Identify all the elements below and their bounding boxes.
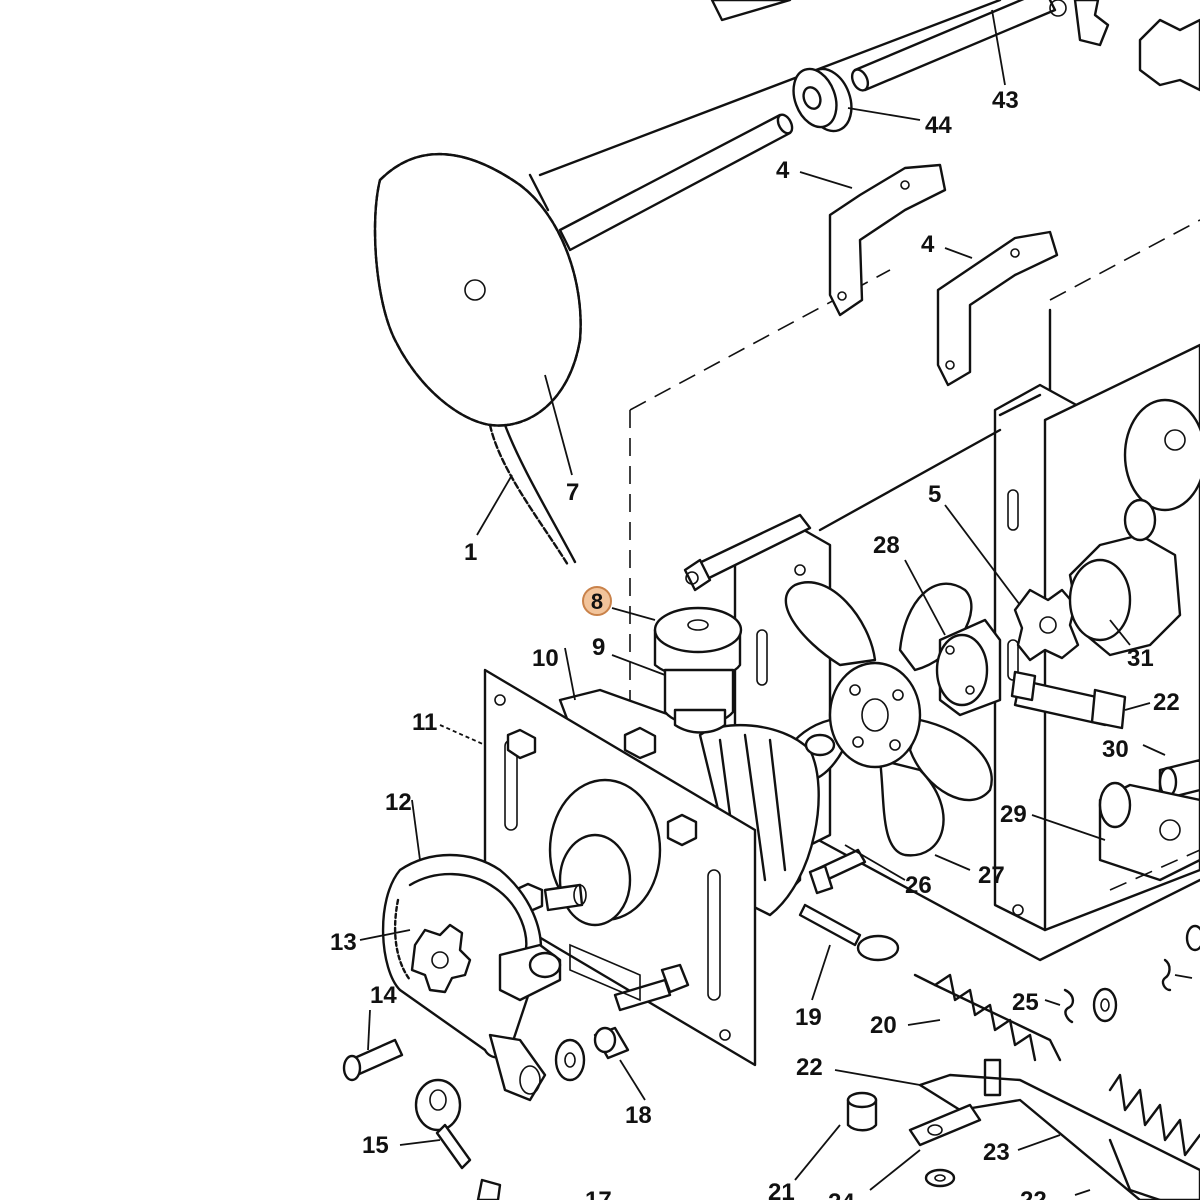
tension-screw	[554, 943, 690, 1082]
extension-spring-right	[1108, 1073, 1200, 1157]
tension-rod	[1010, 670, 1200, 802]
oil-filler-cap	[653, 606, 743, 680]
callout-19: 19	[795, 1004, 822, 1031]
callout-13: 13	[330, 929, 357, 956]
top-fragments	[710, 0, 1200, 92]
callout-22-middle: 22	[796, 1054, 823, 1081]
callout-10: 10	[532, 645, 559, 672]
coupling-spider	[1013, 588, 1080, 662]
tie-rods	[683, 513, 812, 592]
output-flange	[543, 778, 662, 927]
callout-8: 8	[591, 589, 603, 614]
callout-9: 9	[592, 634, 605, 661]
callout-43: 43	[992, 87, 1019, 114]
callout-4-lower: 4	[921, 231, 935, 258]
breather-body	[663, 668, 735, 734]
mounting-bolts	[506, 726, 698, 914]
eye-hook	[798, 903, 900, 962]
callout-21: 21	[768, 1179, 795, 1200]
callout-29: 29	[1000, 801, 1027, 828]
pedal-lever	[908, 1058, 1200, 1200]
callout-12: 12	[385, 789, 412, 816]
tensioner-arm	[488, 943, 562, 1102]
extension-spring-left	[913, 973, 1062, 1062]
highlighted-callout-8[interactable]: 8	[582, 586, 612, 616]
callout-11: 11	[412, 709, 437, 736]
callout-23: 23	[983, 1139, 1010, 1166]
bracket-upper	[828, 163, 947, 317]
washer	[924, 1168, 956, 1188]
belt-sprocket	[410, 923, 472, 994]
spring-clip	[1063, 924, 1200, 1024]
callout-24: 24	[828, 1189, 855, 1200]
cooling-fan	[780, 581, 993, 857]
fan-hub	[935, 618, 1002, 717]
callout-15: 15	[362, 1132, 389, 1159]
callout-22-bottom: 22	[1020, 1187, 1047, 1200]
callout-27: 27	[978, 862, 1005, 889]
clevis-pin	[342, 1038, 404, 1082]
leader-lines	[359, 9, 1193, 1196]
callout-26: 26	[905, 872, 932, 899]
eye-bolt	[414, 1078, 502, 1200]
callout-22-upper: 22	[1153, 689, 1180, 716]
bushing	[846, 1091, 878, 1132]
idler-block	[1098, 781, 1200, 891]
drive-chain	[373, 152, 582, 567]
callout-44: 44	[925, 112, 952, 139]
callout-4-upper: 4	[776, 157, 790, 184]
callout-31: 31	[1127, 645, 1154, 672]
bracket-lower	[936, 230, 1059, 387]
sprocket	[464, 279, 486, 301]
callout-25: 25	[1012, 989, 1039, 1016]
callout-7: 7	[566, 479, 579, 506]
callout-17: 17	[585, 1187, 612, 1200]
callout-18: 18	[625, 1102, 652, 1129]
callout-labels: 43 44 4 4 7 1 5 28 31 22 30 9 10 11 12 1…	[330, 87, 1180, 1200]
hex-bolt	[808, 848, 867, 895]
callout-14: 14	[370, 982, 397, 1009]
shaft	[558, 0, 1057, 252]
callout-28: 28	[873, 532, 900, 559]
motor-coupling	[1068, 498, 1182, 657]
callout-20: 20	[870, 1012, 897, 1039]
callout-5: 5	[928, 481, 941, 508]
highlight-marker	[582, 586, 612, 616]
callout-1: 1	[464, 539, 477, 566]
bearing	[792, 67, 853, 133]
callout-30: 30	[1102, 736, 1129, 763]
assembly-guide-lines	[528, 0, 1200, 700]
